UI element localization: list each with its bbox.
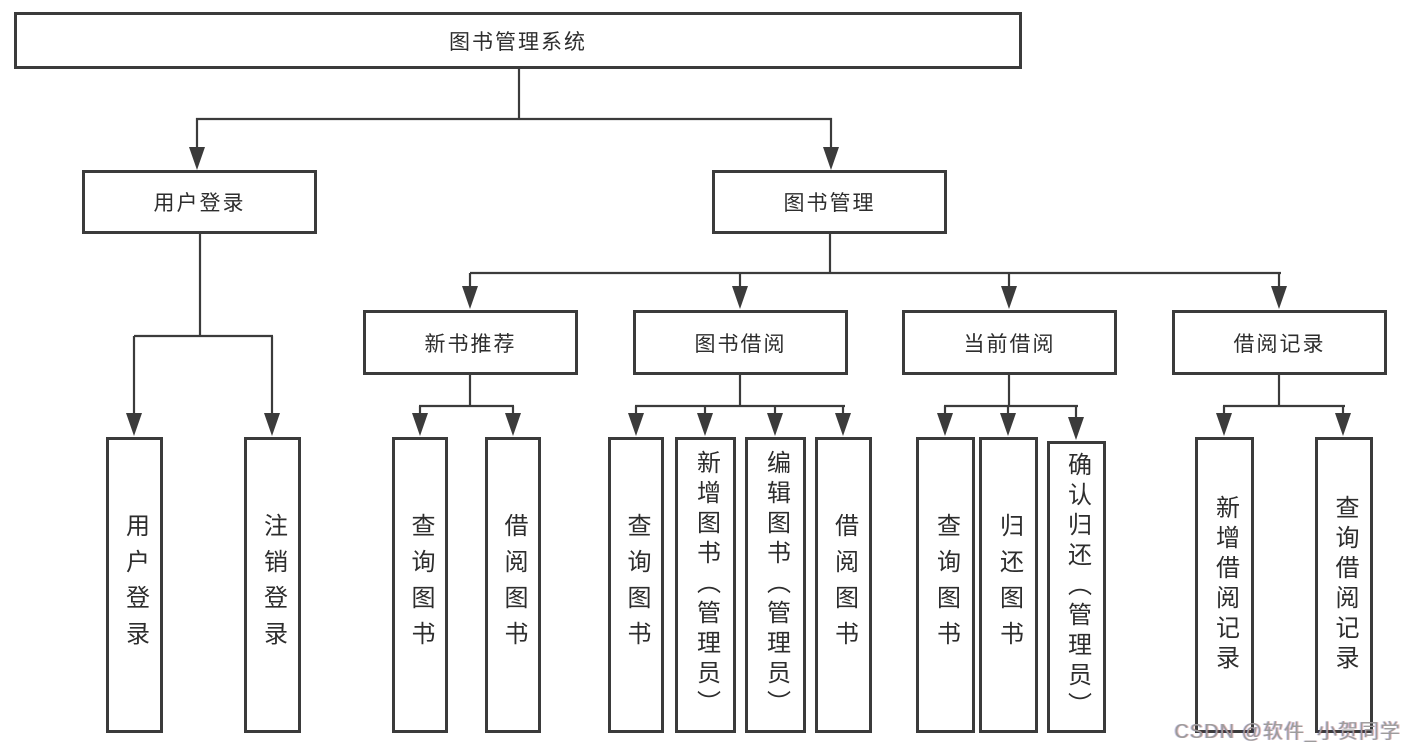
- arrowhead-down-icon: [189, 147, 205, 170]
- node-root-system: 图书管理系统: [14, 12, 1022, 69]
- arrowhead-down-icon: [697, 413, 713, 436]
- node-borrowing-records: 借阅记录: [1172, 310, 1387, 375]
- arrowhead-down-icon: [1000, 413, 1016, 436]
- arrowhead-down-icon: [505, 413, 521, 436]
- arrowhead-down-icon: [1216, 413, 1232, 436]
- node-current-borrowing: 当前借阅: [902, 310, 1117, 375]
- arrowhead-down-icon: [462, 286, 478, 309]
- arrowhead-down-icon: [126, 413, 142, 436]
- arrowhead-down-icon: [835, 413, 851, 436]
- leaf-query-borrow-record: 查询借阅记录: [1315, 437, 1373, 733]
- leaf-logout: 注销登录: [244, 437, 301, 733]
- leaf-confirm-return-admin: 确认归还（管理员）: [1047, 441, 1106, 733]
- leaf-query-books-recommend: 查询图书: [392, 437, 448, 733]
- arrowhead-down-icon: [412, 413, 428, 436]
- leaf-user-login: 用户登录: [106, 437, 163, 733]
- leaf-add-borrow-record: 新增借阅记录: [1195, 437, 1254, 733]
- leaf-query-books-current: 查询图书: [916, 437, 975, 733]
- node-user-login: 用户登录: [82, 170, 317, 234]
- arrowhead-down-icon: [264, 413, 280, 436]
- node-new-book-recommend: 新书推荐: [363, 310, 578, 375]
- leaf-edit-books-admin: 编辑图书（管理员）: [745, 437, 806, 733]
- arrowhead-down-icon: [1271, 286, 1287, 309]
- leaf-return-books: 归还图书: [979, 437, 1038, 733]
- node-book-borrowing: 图书借阅: [633, 310, 848, 375]
- arrowhead-down-icon: [937, 413, 953, 436]
- node-book-management: 图书管理: [712, 170, 947, 234]
- leaf-borrow-books-recommend: 借阅图书: [485, 437, 541, 733]
- arrowhead-down-icon: [767, 413, 783, 436]
- arrowhead-down-icon: [732, 286, 748, 309]
- arrowhead-down-icon: [1068, 417, 1084, 440]
- arrowhead-down-icon: [628, 413, 644, 436]
- leaf-query-books-borrowing: 查询图书: [608, 437, 664, 733]
- leaf-add-books-admin: 新增图书（管理员）: [675, 437, 736, 733]
- arrowhead-down-icon: [1001, 286, 1017, 309]
- arrowhead-down-icon: [823, 147, 839, 170]
- watermark: CSDN @软件_小贺同学: [1174, 721, 1401, 743]
- leaf-borrow-books: 借阅图书: [815, 437, 872, 733]
- arrowhead-down-icon: [1335, 413, 1351, 436]
